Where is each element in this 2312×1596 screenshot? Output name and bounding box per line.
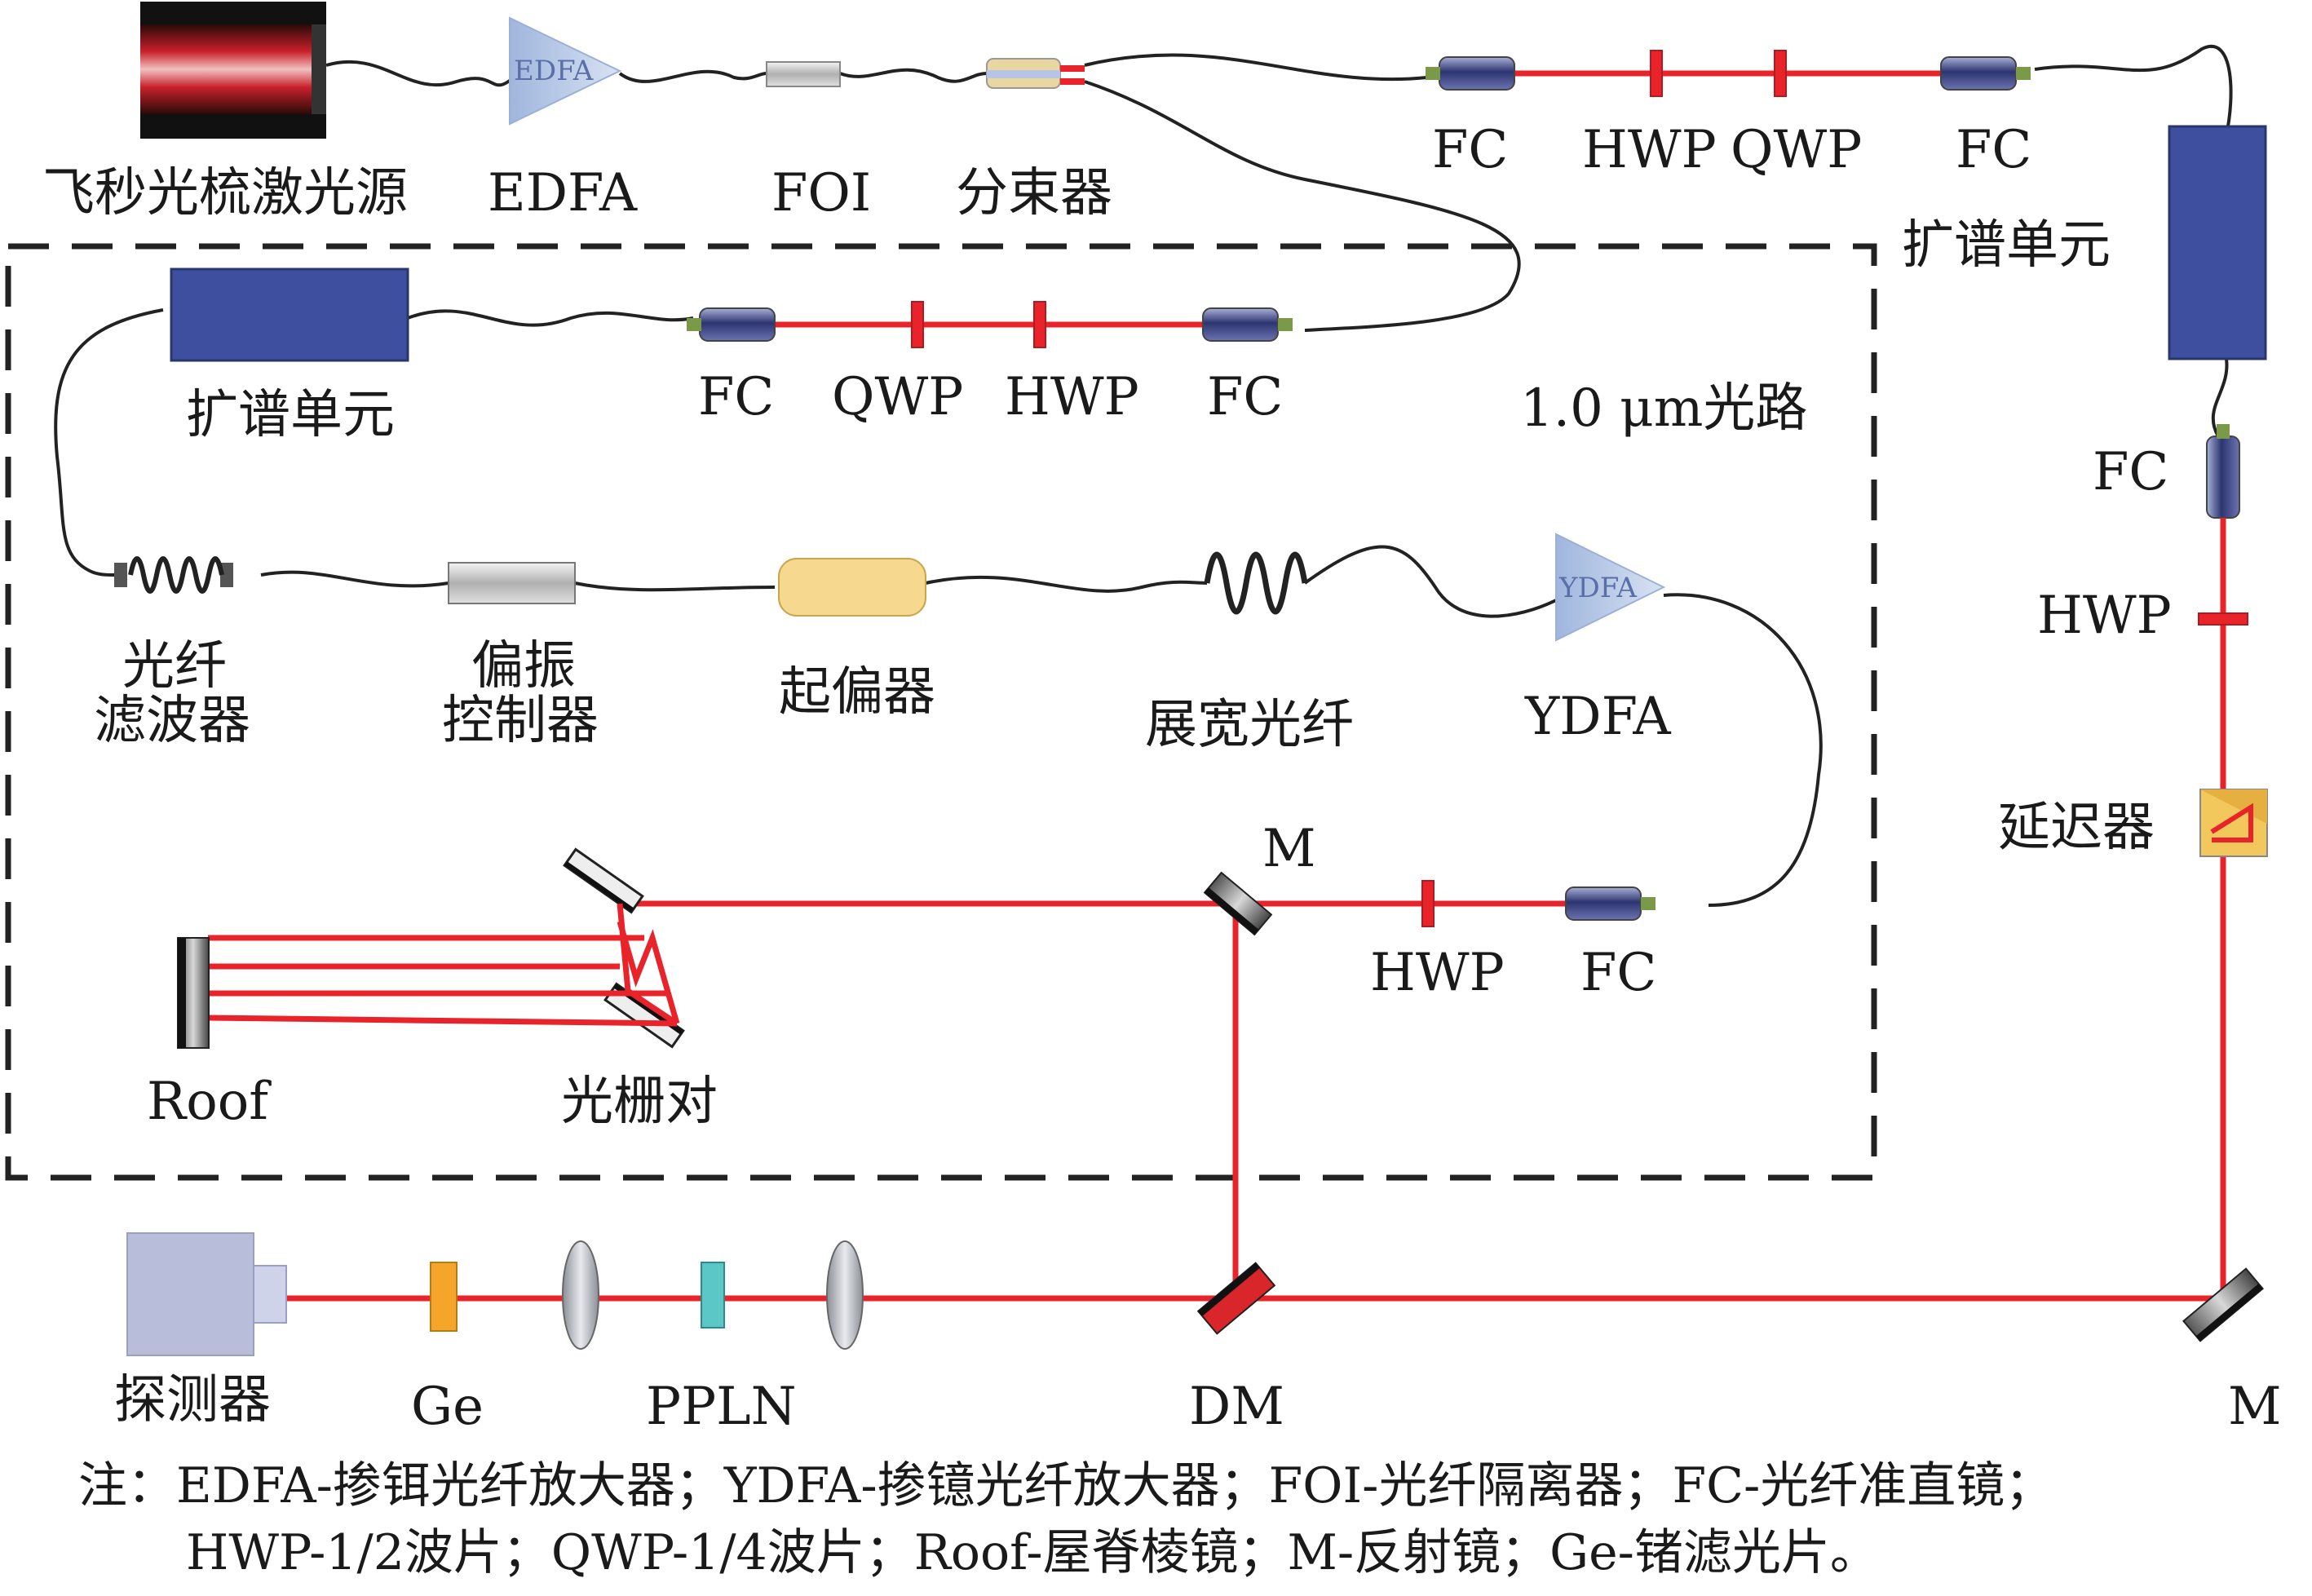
ydfa-inner-text: YDFA (1558, 572, 1637, 604)
fiber-lines (54, 45, 2233, 907)
top-fc1-label: FC (1432, 120, 1508, 180)
stretcher-fiber-icon (1204, 551, 1308, 615)
mirror-m1-label: M (1262, 819, 1316, 879)
mid-hwp-icon (1033, 301, 1046, 348)
edfa-label: EDFA (488, 163, 638, 223)
path-label: 1.0 μm光路 (1520, 378, 1807, 439)
ge-label: Ge (411, 1377, 484, 1437)
dichroic-mirror-icon (1196, 1262, 1276, 1335)
foi-label: FOI (771, 163, 871, 223)
lens-1-icon (562, 1240, 599, 1350)
beam-splitter-icon (986, 58, 1085, 89)
edfa-inner-text: EDFA (514, 55, 594, 87)
ydfa-icon (1555, 533, 1666, 642)
polarization-controller-icon (448, 562, 576, 604)
fiber-filter-icon (114, 556, 233, 594)
splitter-label: 分束器 (956, 163, 1112, 223)
fiber-filter-label-1: 光纤 (122, 636, 227, 696)
detector-label: 探测器 (114, 1370, 271, 1430)
note-line-1: 注：EDFA-掺铒光纤放大器；YDFA-掺镱光纤放大器；FOI-光纤隔离器；FC… (78, 1457, 2053, 1514)
dm-label: DM (1189, 1377, 1284, 1437)
delay-label: 延迟器 (1998, 798, 2155, 858)
ge-filter-icon (430, 1262, 458, 1332)
top-hwp-label: HWP (1582, 120, 1717, 180)
edfa-icon (509, 16, 622, 126)
mirror-m2-label: M (2228, 1377, 2282, 1437)
ydfa-label: YDFA (1524, 687, 1671, 747)
left-spectral-unit (170, 267, 409, 362)
femtosecond-comb-source (140, 2, 326, 139)
mid-hwp-label: HWP (1005, 367, 1139, 427)
bottom-hwp-icon (1421, 880, 1435, 927)
roof-prism-icon (177, 937, 210, 1049)
pol-ctrl-label-2: 控制器 (442, 691, 599, 751)
bottom-fc-icon (1565, 886, 1656, 921)
grating-pair-label: 光栅对 (561, 1072, 718, 1132)
fiber-filter-label-2: 滤波器 (94, 691, 250, 751)
right-spectral-unit-label: 扩谱单元 (1902, 215, 2111, 276)
delay-line-icon (2199, 789, 2268, 857)
mid-fc2-icon (1202, 307, 1293, 342)
top-fc2-label: FC (1956, 120, 2031, 180)
mid-fc1-label: FC (698, 367, 774, 427)
bottom-fc-label: FC (1580, 943, 1656, 1003)
right-hwp-icon (2198, 612, 2248, 626)
roof-label: Roof (147, 1072, 272, 1132)
stretcher-label: 展宽光纤 (1145, 695, 1354, 755)
foi-icon (766, 61, 841, 87)
mid-fc2-label: FC (1207, 367, 1283, 427)
polarizer-label: 起偏器 (779, 662, 935, 723)
grating-beam-paths (207, 903, 680, 1027)
right-fc-icon (2206, 424, 2240, 519)
detector-icon (126, 1232, 287, 1356)
bottom-hwp-label: HWP (1370, 943, 1505, 1003)
ppln-icon (701, 1262, 725, 1329)
mirror-m1-icon (1203, 871, 1273, 936)
mid-fc1-icon (687, 307, 776, 342)
mid-qwp-icon (911, 301, 924, 348)
mirror-m2-icon (2182, 1267, 2264, 1342)
pol-ctrl-label-1: 偏振 (471, 636, 576, 696)
top-qwp-icon (1774, 50, 1787, 97)
polarizer-icon (778, 558, 926, 617)
source-label: 飞秒光梳激光源 (42, 163, 408, 223)
right-hwp-label: HWP (2037, 586, 2172, 646)
right-fc-label: FC (2093, 442, 2168, 502)
top-fc2-icon (1940, 56, 2031, 91)
top-qwp-label: QWP (1731, 120, 1862, 180)
top-fc1-icon (1426, 56, 1515, 91)
1um-path-frame (5, 243, 1877, 1181)
mid-qwp-label: QWP (832, 367, 963, 427)
right-spectral-unit (2168, 125, 2267, 360)
left-spectral-unit-label: 扩谱单元 (186, 385, 395, 445)
ppln-label: PPLN (646, 1377, 797, 1437)
lens-2-icon (826, 1240, 864, 1350)
note-line-2: HWP-1/2波片；QWP-1/4波片；Roof-屋脊棱镜；M-反射镜；Ge-锗… (186, 1524, 1879, 1581)
top-hwp-icon (1650, 50, 1663, 97)
